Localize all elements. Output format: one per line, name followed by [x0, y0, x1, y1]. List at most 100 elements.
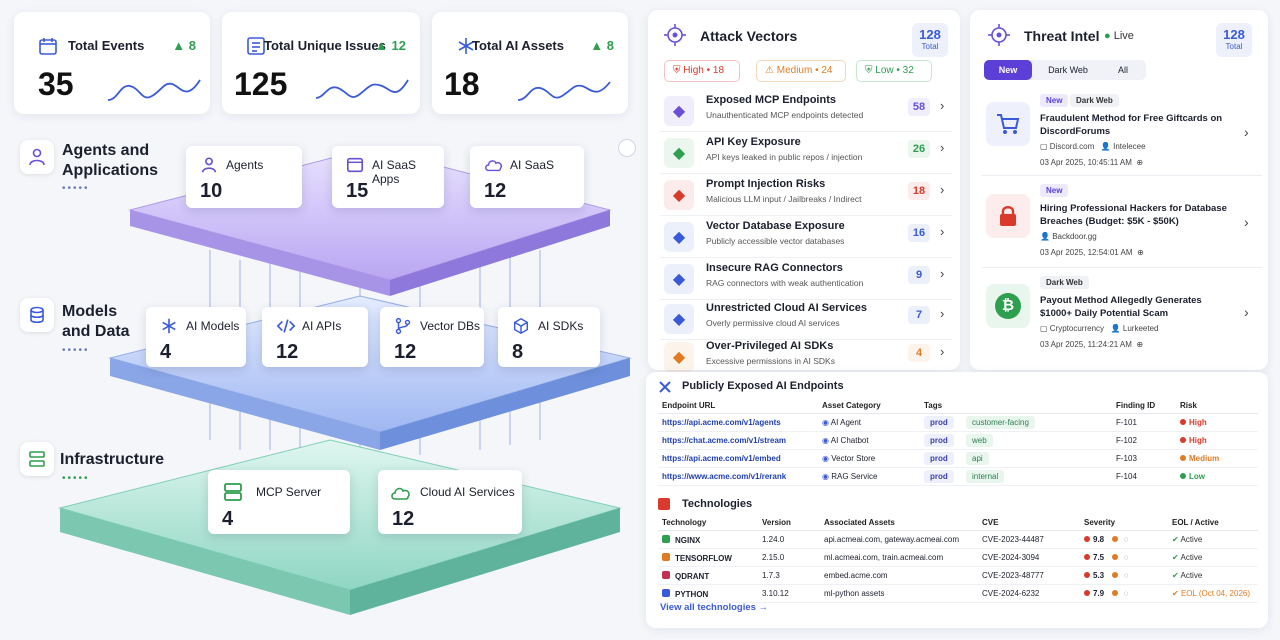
refresh-icon[interactable]: ◌ [1123, 571, 1129, 580]
cloud-icon [391, 487, 410, 500]
risk-dot [1180, 455, 1186, 461]
endpoint-url[interactable]: https://www.acme.com/v1/rerank [662, 472, 787, 481]
threat-item[interactable]: ₿ Dark Web Payout Method Allegedly Gener… [982, 274, 1262, 358]
severity-dot-secondary [1112, 536, 1119, 542]
chevron-right-icon[interactable]: › [940, 224, 945, 239]
refresh-icon[interactable]: ◌ [1123, 589, 1129, 598]
tile-ai-apis[interactable]: AI APIs 12 [262, 307, 368, 367]
endpoint-url[interactable]: https://chat.acme.com/v1/stream [662, 436, 787, 445]
tech-assets: ml-python assets [820, 584, 978, 603]
threat-title: Hiring Professional Hackers for Database… [1040, 203, 1227, 227]
tile-cloud-ai-services[interactable]: Cloud AI Services 12 [378, 470, 522, 534]
toggle-circle[interactable] [618, 139, 636, 157]
tab-dark-web[interactable]: Dark Web [1048, 65, 1088, 75]
stat-value: 18 [444, 66, 480, 102]
tile-label: Agents [226, 158, 264, 172]
attack-vectors-title: Attack Vectors [700, 28, 798, 44]
endpoint-url[interactable]: https://api.acme.com/v1/embed [662, 454, 781, 463]
total-label: Total [1225, 42, 1243, 51]
tag-secondary: web [966, 434, 993, 447]
technologies-icon [658, 498, 670, 510]
risk-level: Medium [1189, 454, 1220, 463]
tag-secondary: api [966, 452, 989, 465]
stat-card-total-events[interactable]: Total Events ▲ 8 35 [14, 12, 210, 114]
severity-score: 9.8 [1093, 535, 1105, 544]
chevron-right-icon[interactable]: › [940, 182, 945, 197]
tag-new: New [1040, 94, 1069, 107]
tech-version: 2.15.0 [758, 548, 820, 567]
stat-card-unique-issues[interactable]: Total Unique Issues ▲ 12 125 [222, 12, 420, 114]
filter-medium[interactable]: ⚠ Medium • 24 [756, 60, 846, 82]
browser-icon [346, 157, 364, 173]
shield-alert-icon: ◆ [664, 180, 694, 210]
severity-dot [1084, 554, 1090, 560]
chevron-right-icon[interactable]: › [1244, 304, 1249, 320]
chevron-right-icon[interactable]: › [940, 306, 945, 321]
share-icon: ◆ [664, 264, 694, 294]
tech-name: TENSORFLOW [675, 553, 732, 563]
tab-new[interactable]: New [984, 60, 1032, 80]
vector-count: 9 [908, 266, 930, 284]
tile-agents[interactable]: Agents 10 [186, 146, 302, 208]
tech-name: NGINX [675, 535, 701, 545]
chevron-right-icon[interactable]: › [1244, 124, 1249, 140]
column-header: EOL / Active [1168, 515, 1258, 531]
tag-dark-web: Dark Web [1040, 276, 1089, 289]
finding-id: F-102 [1112, 431, 1176, 450]
vector-description: Malicious LLM input / Jailbreaks / Indir… [706, 194, 862, 204]
table-row[interactable]: https://www.acme.com/v1/rerank◉ RAG Serv… [658, 467, 1258, 486]
filter-high[interactable]: ⛨ High • 18 [664, 60, 740, 82]
chevron-right-icon[interactable]: › [940, 266, 945, 281]
chevron-right-icon[interactable]: › [940, 140, 945, 155]
stat-title: Total AI Assets [472, 38, 564, 53]
tech-cve: CVE-2023-44487 [978, 530, 1080, 549]
vector-description: RAG connectors with weak authentication [706, 278, 864, 288]
tile-ai-saas[interactable]: AI SaaS 12 [470, 146, 584, 208]
threat-item[interactable]: New Dark Web Fraudulent Method for Free … [982, 92, 1262, 176]
tag-secondary: internal [966, 470, 1005, 483]
tile-ai-models[interactable]: AI Models 4 [146, 307, 246, 367]
vector-name: Prompt Injection Risks [706, 178, 826, 190]
view-all-technologies-link[interactable]: View all technologies → [660, 602, 769, 613]
table-row[interactable]: https://api.acme.com/v1/agents◉ AI Agent… [658, 413, 1258, 432]
tile-ai-saas-apps[interactable]: AI SaaS Apps 15 [332, 146, 444, 208]
key-icon: ◆ [664, 138, 694, 168]
status-check-icon: ✔ [1172, 535, 1179, 544]
bitcoin-icon: ₿ [986, 284, 1030, 328]
severity-dot-secondary [1112, 554, 1119, 560]
tag-new: New [1040, 184, 1069, 197]
layer-label-agents: Agents and Applications [62, 142, 159, 179]
table-row[interactable]: https://api.acme.com/v1/embed◉ Vector St… [658, 449, 1258, 468]
chevron-right-icon[interactable]: › [1244, 214, 1249, 230]
tile-ai-sdks[interactable]: AI SDKs 8 [498, 307, 600, 367]
endpoints-table: Endpoint URL Asset Category Tags Finding… [658, 398, 1258, 486]
chevron-right-icon[interactable]: › [940, 98, 945, 113]
vector-description: Unauthenticated MCP endpoints detected [706, 110, 864, 120]
filter-low[interactable]: ⛨ Low • 32 [856, 60, 932, 82]
chevron-right-icon[interactable]: › [940, 344, 945, 359]
vector-description: API keys leaked in public repos / inject… [706, 152, 863, 162]
tile-value: 10 [200, 180, 223, 202]
tile-mcp-server[interactable]: MCP Server 4 [208, 470, 350, 534]
tab-all[interactable]: All [1117, 65, 1128, 75]
refresh-icon[interactable]: ◌ [1123, 553, 1129, 562]
endpoint-url[interactable]: https://api.acme.com/v1/agents [662, 418, 781, 427]
table-row[interactable]: https://chat.acme.com/v1/stream◉ AI Chat… [658, 431, 1258, 450]
risk-dot [1180, 437, 1186, 443]
threat-item[interactable]: New Hiring Professional Hackers for Data… [982, 182, 1262, 268]
stat-card-ai-assets[interactable]: Total AI Assets ▲ 8 18 [432, 12, 628, 114]
tile-vector-dbs[interactable]: Vector DBs 12 [380, 307, 484, 367]
refresh-icon[interactable]: ◌ [1123, 535, 1129, 544]
total-label: Total [921, 42, 939, 51]
